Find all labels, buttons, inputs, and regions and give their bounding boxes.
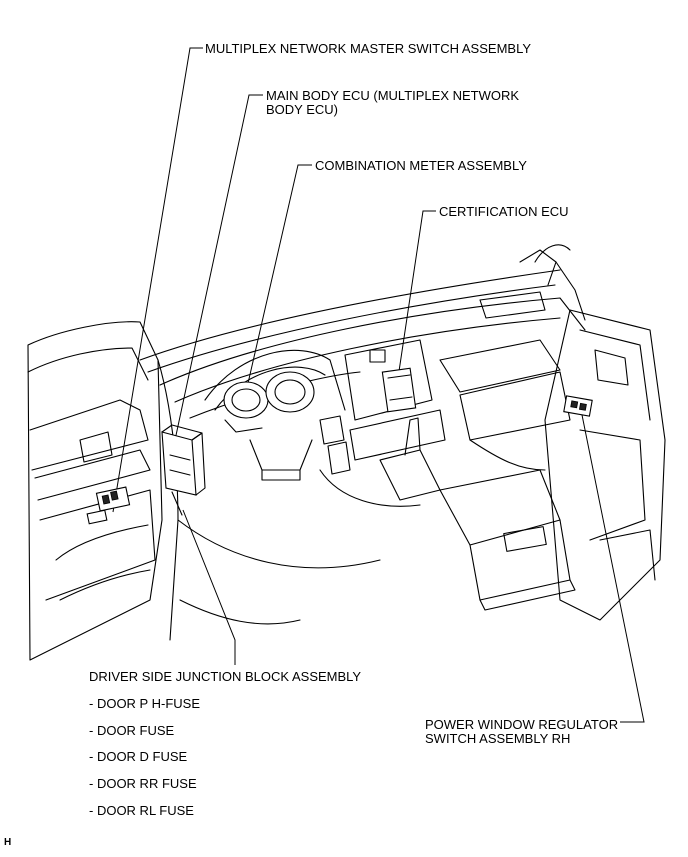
dashboard	[159, 291, 586, 481]
leader-certification-ecu	[397, 210, 436, 379]
fuse-item: - DOOR FUSE	[89, 723, 175, 738]
fuse-item: - DOOR P H-FUSE	[89, 696, 200, 711]
windshield-frame	[139, 244, 586, 373]
label-master-switch: MULTIPLEX NETWORK MASTER SWITCH ASSEMBLY	[205, 41, 532, 56]
fuse-item: - DOOR RL FUSE	[89, 803, 194, 818]
fuse-item: - DOOR RR FUSE	[89, 776, 197, 791]
label-certification-ecu: CERTIFICATION ECU	[439, 204, 569, 219]
center-console	[319, 417, 576, 611]
leader-combination-meter	[245, 164, 312, 393]
leader-power-window	[579, 404, 645, 723]
leader-main-body-ecu	[174, 94, 263, 441]
left-door	[27, 321, 179, 661]
label-power-window-line1: POWER WINDOW REGULATOR	[425, 717, 619, 732]
label-junction-block: DRIVER SIDE JUNCTION BLOCK ASSEMBLY	[89, 669, 362, 684]
floor-lines	[177, 439, 546, 625]
junction-block	[161, 424, 206, 516]
leader-master-switch	[112, 47, 203, 513]
label-power-window-line2: SWITCH ASSEMBLY RH	[425, 731, 571, 746]
fuse-item: - DOOR D FUSE	[89, 749, 188, 764]
label-main-body-ecu-line1: MAIN BODY ECU (MULTIPLEX NETWORK	[266, 88, 520, 103]
leader-lines	[112, 47, 645, 723]
right-door	[544, 309, 666, 621]
corner-mark: H	[4, 837, 12, 848]
label-combination-meter: COMBINATION METER ASSEMBLY	[315, 158, 527, 173]
label-main-body-ecu-line2: BODY ECU)	[266, 102, 338, 117]
leader-junction-block	[182, 509, 236, 665]
